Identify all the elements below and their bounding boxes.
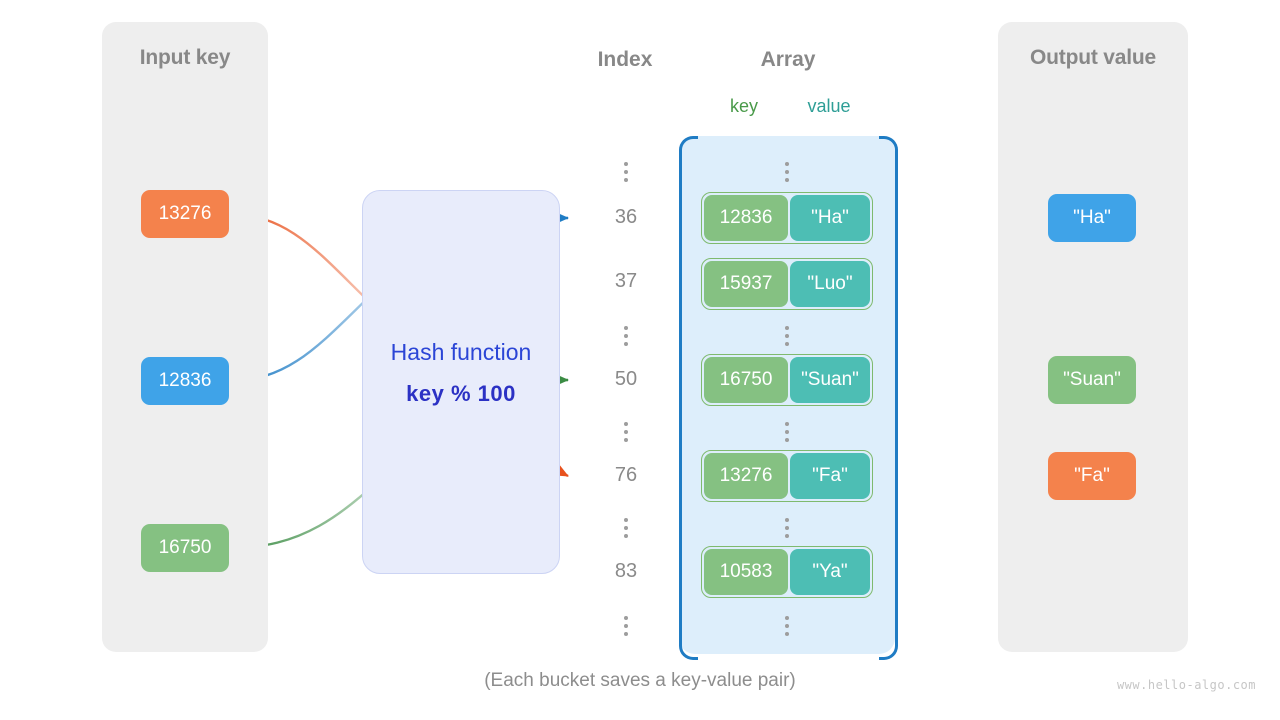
index-label-37: 37 [614,270,638,292]
hash-function-box: Hash function key % 100 [362,190,560,574]
index-label-83: 83 [614,560,638,582]
input-key-13276[interactable]: 13276 [141,190,229,238]
bucket-row-83[interactable]: 10583 "Ya" [701,546,873,598]
output-value-suan[interactable]: "Suan" [1048,356,1136,404]
bucket-key-13276: 13276 [704,453,788,499]
array-column-header: Array [760,48,816,71]
index-ellipsis-2 [596,322,656,350]
array-ellipsis-3 [757,418,817,446]
output-value-panel: Output value [998,22,1188,652]
watermark: www.hello-algo.com [1116,678,1256,692]
output-value-ha[interactable]: "Ha" [1048,194,1136,242]
diagram-caption: (Each bucket saves a key-value pair) [484,670,796,691]
array-ellipsis-2 [757,322,817,350]
bucket-row-36[interactable]: 12836 "Ha" [701,192,873,244]
index-ellipsis-top [596,158,656,186]
input-key-12836[interactable]: 12836 [141,357,229,405]
output-value-fa[interactable]: "Fa" [1048,452,1136,500]
index-ellipsis-3 [596,418,656,446]
bucket-key-16750: 16750 [704,357,788,403]
bucket-value-suan: "Suan" [790,357,870,403]
index-label-76: 76 [614,464,638,486]
array-value-subheader: value [807,96,851,116]
bucket-key-12836: 12836 [704,195,788,241]
index-label-36: 36 [614,206,638,228]
index-ellipsis-bottom [596,612,656,640]
output-value-panel-title: Output value [1030,46,1156,69]
array-ellipsis-4 [757,514,817,542]
bucket-value-fa: "Fa" [790,453,870,499]
array-bracket-right [879,136,898,660]
bucket-key-10583: 10583 [704,549,788,595]
index-label-50: 50 [614,368,638,390]
hash-function-title: Hash function [390,339,532,365]
bucket-value-ya: "Ya" [790,549,870,595]
hash-function-formula: key % 100 [406,381,516,406]
bucket-value-luo: "Luo" [790,261,870,307]
array-bracket-left [679,136,698,660]
bucket-key-15937: 15937 [704,261,788,307]
array-ellipsis-top [757,158,817,186]
array-ellipsis-bottom [757,612,817,640]
input-key-16750[interactable]: 16750 [141,524,229,572]
bucket-value-ha: "Ha" [790,195,870,241]
bucket-row-76[interactable]: 13276 "Fa" [701,450,873,502]
bucket-row-50[interactable]: 16750 "Suan" [701,354,873,406]
index-ellipsis-4 [596,514,656,542]
array-key-subheader: key [729,96,758,116]
input-key-panel-title: Input key [139,46,231,69]
bucket-row-37[interactable]: 15937 "Luo" [701,258,873,310]
index-column-header: Index [597,48,653,71]
